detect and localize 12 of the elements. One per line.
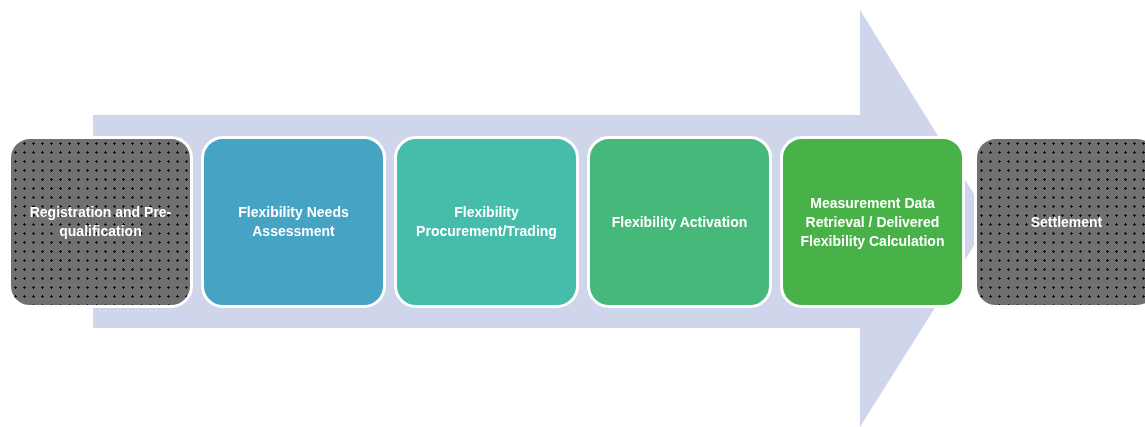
step-label: Registration and Pre-qualification	[28, 203, 173, 241]
step-label: Flexibility Needs Assessment	[237, 203, 350, 241]
step-label: Flexibility Procurement/Trading	[415, 203, 558, 241]
process-box	[974, 136, 1145, 308]
process-box	[587, 136, 772, 308]
step-label: Measurement Data Retrieval / Delivered Flexibility Calculation	[799, 193, 946, 251]
process-box	[8, 136, 193, 308]
process-box	[201, 136, 386, 308]
process-box	[394, 136, 579, 308]
process-box	[780, 136, 965, 308]
step-label: Flexibility Activation	[611, 212, 748, 232]
step-label: Settlement	[1030, 212, 1103, 232]
